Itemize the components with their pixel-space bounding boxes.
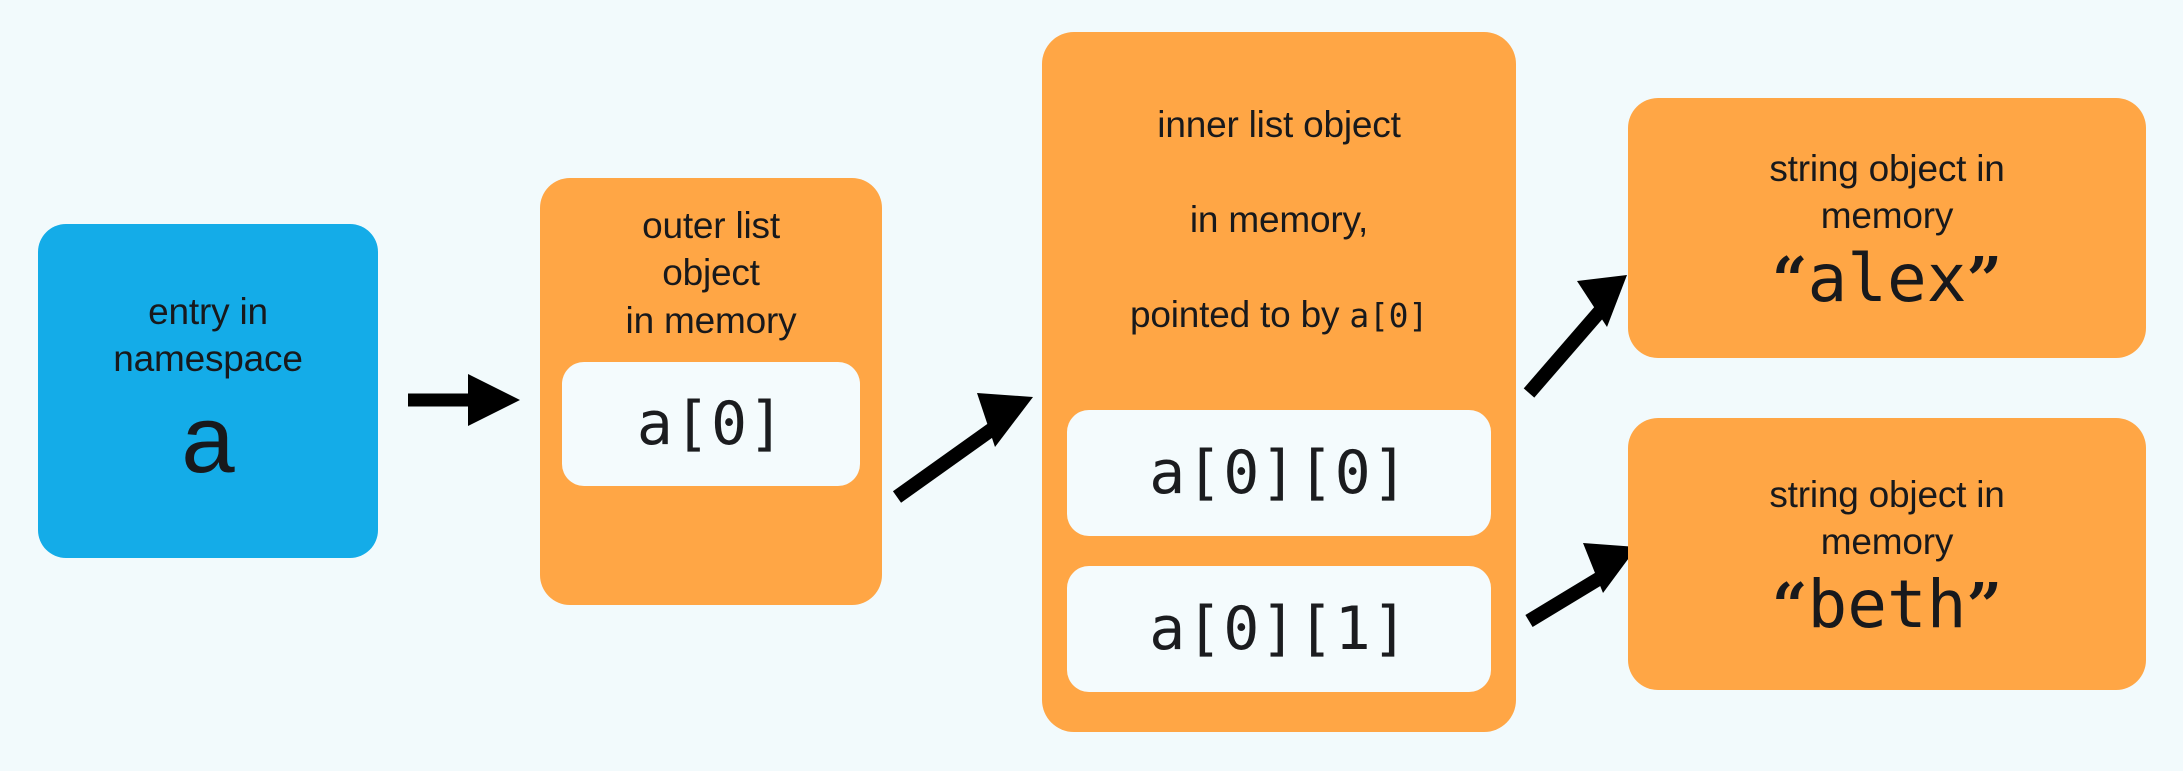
node-string-object-alex[interactable]: string object in memory “alex” xyxy=(1628,98,2146,358)
string-alex-open-quote: “ xyxy=(1771,242,1808,316)
arrow-inner-slot-1-to-string-beth xyxy=(1525,543,1637,627)
string-alex-close-quote: ” xyxy=(1966,242,2003,316)
inner-list-caption-line-3: pointed to by a[0] xyxy=(1130,291,1428,338)
arrow-namespace-to-outer-list xyxy=(408,374,520,426)
string-alex-value: “alex” xyxy=(1772,244,2002,313)
string-beth-open-quote: “ xyxy=(1771,568,1808,642)
string-beth-value: “beth” xyxy=(1772,570,2002,639)
string-beth-text: beth xyxy=(1807,565,1967,643)
inner-list-caption-line-1: inner list object xyxy=(1157,104,1401,146)
string-beth-caption: string object in memory xyxy=(1769,473,2005,563)
outer-list-caption: outer list object in memory xyxy=(625,205,797,341)
node-namespace-entry[interactable]: entry in namespace a xyxy=(38,224,378,558)
inner-list-caption-line-2: in memory, xyxy=(1189,199,1369,241)
inner-list-slot-1[interactable]: a[0][1] xyxy=(1067,565,1491,692)
inner-list-caption-line-3-prefix: pointed to by xyxy=(1129,293,1350,335)
string-alex-text: alex xyxy=(1807,239,1967,317)
inner-list-caption-line-3-code: a[0] xyxy=(1349,295,1429,335)
node-string-object-beth[interactable]: string object in memory “beth” xyxy=(1628,418,2146,690)
inner-list-caption: inner list object in memory, pointed to … xyxy=(1130,54,1428,386)
string-alex-caption: string object in memory xyxy=(1769,147,2005,237)
namespace-variable-name: a xyxy=(181,386,235,494)
string-beth-close-quote: ” xyxy=(1966,568,2003,642)
outer-list-slot-0[interactable]: a[0] xyxy=(562,362,860,487)
inner-list-slot-0[interactable]: a[0][0] xyxy=(1067,409,1491,536)
arrow-outer-slot-to-inner-list xyxy=(892,393,1033,503)
arrow-inner-slot-0-to-string-alex xyxy=(1523,275,1627,398)
node-inner-list-object[interactable]: inner list object in memory, pointed to … xyxy=(1042,32,1516,732)
node-outer-list-object[interactable]: outer list object in memory a[0] xyxy=(540,178,882,605)
namespace-caption: entry in namespace xyxy=(113,290,303,379)
